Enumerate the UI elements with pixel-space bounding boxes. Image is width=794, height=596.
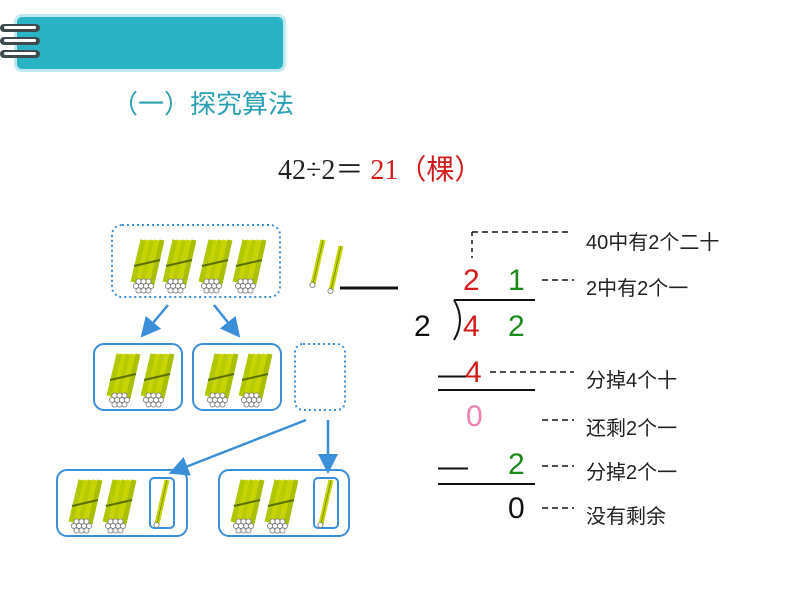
equation-answer: 21（棵） — [370, 155, 483, 186]
subtract2-value: 2 — [508, 448, 525, 481]
subtract1-sign: — — [438, 358, 468, 391]
subtract2-sign: — — [438, 450, 468, 483]
remainder1: 0 — [466, 400, 483, 433]
header-bar — [14, 14, 286, 72]
quotient-tens: 2 — [463, 264, 480, 297]
note-subtract-ones: 分掉2个一 — [586, 462, 678, 484]
sticks-illustration — [56, 224, 350, 537]
note-ones: 2中有2个一 — [586, 278, 689, 300]
dividend-ones: 2 — [508, 310, 525, 343]
subtract1-value: 4 — [465, 356, 482, 389]
section-title: （一）探究算法 — [112, 89, 295, 119]
quotient-ones: 1 — [508, 264, 525, 297]
equation: 42÷2＝ 21（棵） — [278, 148, 482, 188]
equation-left: 42÷2＝ — [278, 155, 364, 186]
note-remain: 还剩2个一 — [586, 418, 678, 440]
note-tens: 40中有2个二十 — [586, 232, 720, 254]
header-stripes-icon — [0, 24, 40, 58]
note-final: 没有剩余 — [586, 506, 666, 528]
final-remainder: 0 — [508, 492, 525, 525]
dividend-tens: 4 — [463, 310, 480, 343]
long-division-lines — [340, 231, 574, 509]
divisor: 2 — [414, 310, 431, 343]
note-subtract-tens: 分掉4个十 — [586, 370, 678, 392]
